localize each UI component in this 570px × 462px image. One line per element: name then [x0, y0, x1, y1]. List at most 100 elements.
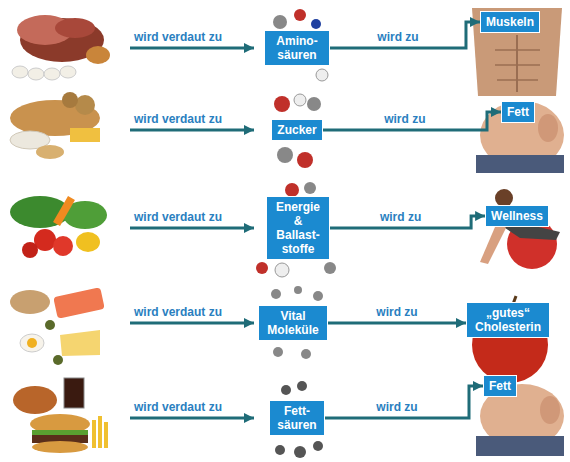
molecule-picture [313, 441, 323, 451]
meat-picture [28, 68, 44, 80]
meat-picture [60, 66, 76, 78]
molecule-picture [256, 262, 268, 274]
connector-label: wird zu [376, 305, 417, 319]
vegetable-picture [76, 232, 100, 252]
muscle-torso-picture [472, 8, 562, 96]
healthy-fat-picture [10, 290, 50, 314]
molecule-picture [324, 262, 336, 274]
healthy-fat-picture [53, 287, 105, 318]
vegetable-picture [10, 196, 107, 258]
box-text: Fett [507, 105, 529, 119]
molecule-picture [275, 445, 285, 455]
healthy-fat-picture [20, 334, 44, 352]
healthy-fat-picture [45, 320, 55, 330]
result-box: „gutes“ Cholesterin [466, 302, 550, 338]
molecule-picture [277, 147, 293, 163]
connector-label: wird zu [384, 112, 425, 126]
molecule-picture [301, 349, 311, 359]
molecule-picture [297, 381, 307, 391]
muscle-torso-picture [516, 35, 518, 92]
digestion-arrow [130, 322, 254, 325]
molecule-picture [281, 385, 291, 395]
arrow-label: wird verdaut zu [134, 30, 222, 44]
connector-arrow [325, 386, 483, 418]
arrow-label: wird verdaut zu [134, 210, 222, 224]
molecule-box: Amino- säuren [264, 30, 330, 66]
vegetable-picture [53, 236, 73, 256]
meat-picture [12, 66, 28, 78]
vegetable-picture [22, 242, 38, 258]
box-text: Muskeln [486, 15, 534, 29]
digestion-arrow [130, 227, 254, 230]
fast-food-picture [104, 422, 108, 448]
molecule-picture [294, 286, 302, 294]
fast-food-picture [32, 430, 88, 435]
box-text: Energie & Ballast- stoffe [272, 200, 324, 256]
fast-food-picture [13, 378, 108, 453]
box-text: Wellness [491, 209, 543, 223]
result-box: Fett [483, 375, 517, 397]
vegetable-picture [53, 196, 75, 226]
box-text: Vital Moleküle [264, 309, 322, 337]
molecule-box: Vital Moleküle [258, 305, 328, 341]
connector-arrow [328, 322, 466, 325]
fast-food-picture [13, 386, 57, 414]
muscle-torso-picture [495, 64, 540, 66]
connector-label: wird zu [376, 400, 417, 414]
healthy-fat-picture [10, 287, 105, 365]
connector-arrow [330, 22, 480, 48]
healthy-fat-picture [27, 338, 37, 348]
connector-label: wird zu [377, 30, 418, 44]
meat-picture [86, 46, 110, 64]
fast-food-picture [30, 414, 90, 434]
digestion-arrow [130, 48, 254, 418]
molecule-picture [316, 69, 328, 81]
arrow-label: wird verdaut zu [134, 400, 222, 414]
molecule-picture [273, 347, 283, 357]
belly-picture [538, 114, 558, 142]
connector-arrow [323, 112, 501, 130]
belly-picture [476, 436, 564, 456]
result-box: Muskeln [480, 11, 540, 33]
fast-food-picture [64, 378, 84, 408]
muscle-torso-picture [495, 49, 540, 51]
result-box: Wellness [485, 205, 549, 227]
fast-food-picture [98, 416, 102, 448]
molecule-box: Zucker [271, 119, 322, 141]
digestion-arrow [130, 417, 254, 420]
arrow-label: wird verdaut zu [134, 112, 222, 126]
result-box: Fett [501, 101, 535, 123]
carbohydrate-picture [10, 92, 100, 159]
box-text: Zucker [277, 123, 316, 137]
molecule-box: Energie & Ballast- stoffe [266, 196, 330, 260]
carbohydrate-picture [75, 95, 95, 115]
molecule-box: Fett- säuren [269, 400, 325, 436]
healthy-fat-picture [53, 355, 63, 365]
molecule-picture [297, 152, 313, 168]
box-text: Fett- säuren [275, 404, 319, 432]
fast-food-picture [32, 441, 88, 453]
box-text: „gutes“ Cholesterin [472, 306, 544, 334]
molecule-picture [294, 94, 306, 106]
connector-label: wird zu [380, 210, 421, 224]
meat-picture [44, 68, 60, 80]
carbohydrate-picture [70, 128, 100, 142]
molecule-picture [273, 15, 287, 29]
molecule-picture [313, 291, 323, 301]
molecule-picture [275, 263, 289, 277]
healthy-fat-picture [60, 330, 100, 356]
molecule-picture [285, 183, 299, 197]
belly-picture [476, 155, 564, 173]
molecule-picture [311, 19, 321, 29]
molecule-picture [294, 9, 306, 21]
carbohydrate-picture [36, 145, 64, 159]
molecule-picture [304, 182, 316, 194]
woman-ball-picture [480, 189, 560, 269]
arrow-label: wird verdaut zu [134, 305, 222, 319]
digestion-arrow [130, 129, 254, 132]
muscle-torso-picture [472, 8, 562, 96]
digestion-arrow [130, 47, 254, 50]
meat-picture [55, 18, 95, 38]
molecule-picture [274, 96, 290, 112]
